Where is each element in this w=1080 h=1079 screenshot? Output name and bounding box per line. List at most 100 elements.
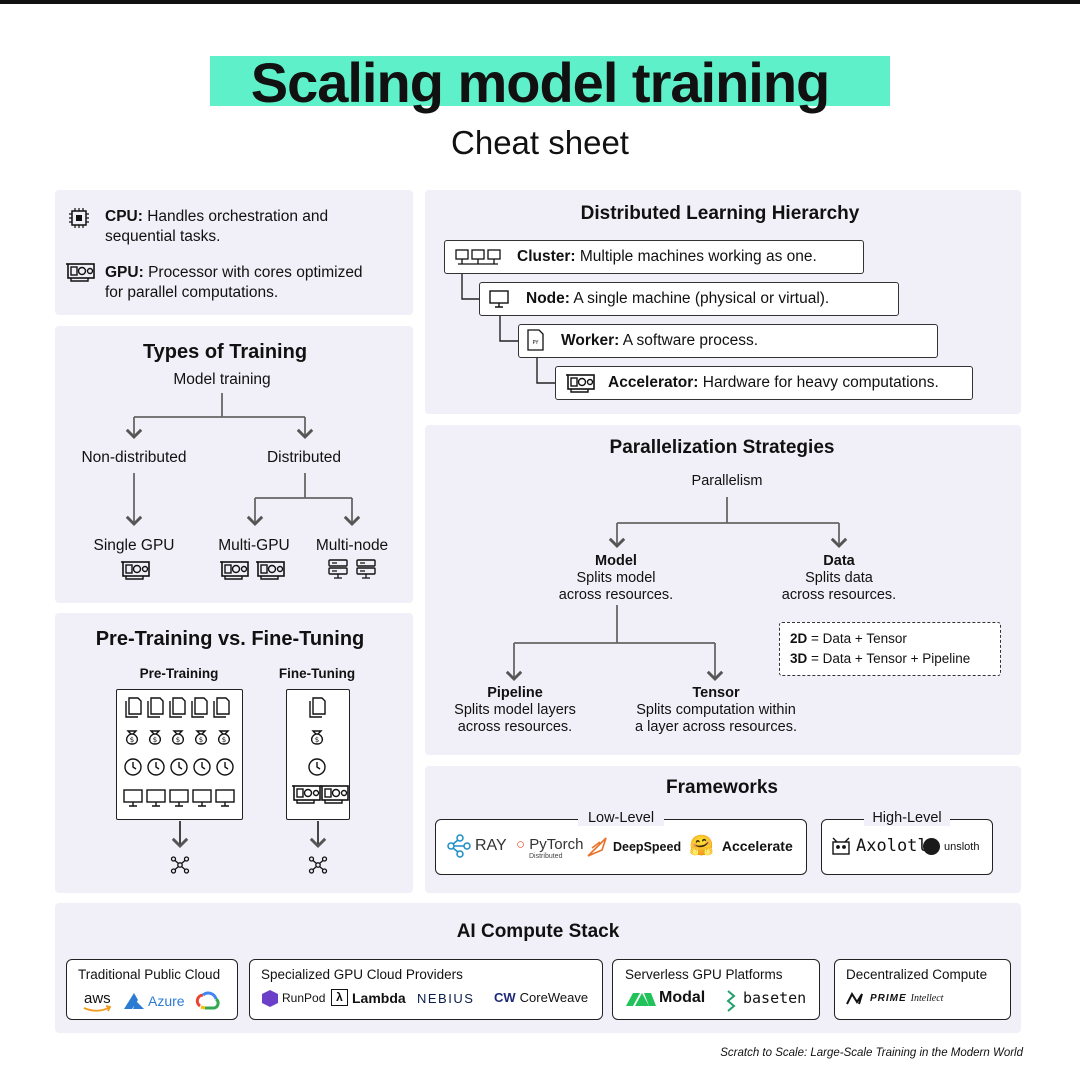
prime-icon-shape (846, 991, 863, 1005)
pretrain-arrows (171, 821, 327, 849)
multi-gpu-icon-1 (219, 561, 249, 580)
compute-title: AI Compute Stack (456, 921, 620, 942)
cpu-text-2: sequential tasks. (105, 228, 221, 245)
high-level-box (821, 819, 993, 875)
gcp-icon-shape (195, 991, 220, 1010)
modal-icon-shape (626, 993, 656, 1006)
prime-text: PRIME (870, 992, 907, 1004)
node-label: Node: (526, 290, 570, 307)
gpu-label: GPU: (105, 264, 144, 281)
pytorch-text: PyTorch (529, 836, 584, 853)
nebius-text: NEBIUS (417, 991, 475, 1006)
model-desc-1: Splits model (576, 570, 656, 586)
svg-text:PY: PY (533, 340, 540, 346)
unsloth-logo: unsloth (923, 838, 979, 855)
finetune-time-icon (308, 758, 326, 776)
types-distributed: Distributed (266, 449, 342, 466)
deepspeed-icon-shape (587, 837, 607, 857)
azure-icon-shape (124, 993, 144, 1009)
public-cloud-label: Traditional Public Cloud (78, 967, 221, 982)
specialized-cloud-label: Specialized GPU Cloud Providers (261, 967, 463, 982)
hierarchy-connectors (461, 274, 555, 384)
multi-node-icon-1 (328, 559, 348, 579)
ray-icon-shape (447, 834, 471, 858)
accelerator-text: Hardware for heavy computations. (702, 374, 939, 391)
aws-logo: aws (84, 990, 111, 1007)
pretrain-pre-label: Pre-Training (139, 666, 219, 681)
pytorch-icon: ○ (516, 836, 526, 853)
serverless-label: Serverless GPU Platforms (625, 967, 783, 982)
lambda-text: Lambda (352, 989, 406, 1006)
pretrain-model-icon (170, 856, 190, 874)
baseten-text: baseten (743, 989, 807, 1007)
node-monitor-icon (489, 290, 509, 308)
data-desc-2: across resources. (781, 587, 897, 603)
types-multi-gpu: Multi-GPU (218, 537, 290, 554)
pretrain-cost-icons (125, 730, 231, 745)
title-highlight (210, 56, 890, 106)
coreweave-logo: CW CoreWeave (494, 990, 588, 1005)
parallel-root: Parallelism (691, 473, 763, 489)
pretrain-title: Pre-Training vs. Fine-Tuning (95, 628, 365, 650)
pipeline-desc-2: across resources. (457, 719, 573, 735)
parallel-pipeline: Pipeline Splits model layers across reso… (435, 685, 595, 736)
gpu-row: GPU: Processor with cores optimized for … (105, 263, 363, 303)
huggingface-icon: 🤗 (689, 835, 714, 857)
cpu-text: Handles orchestration and (147, 208, 329, 225)
types-panel (55, 326, 413, 603)
pipeline-desc-1: Splits model layers (454, 702, 576, 718)
cpu-icon (69, 208, 89, 228)
lambda-logo: λ Lambda (331, 989, 406, 1006)
node-text: A single machine (physical or virtual). (573, 290, 830, 307)
pytorch-sub: Distributed (529, 853, 563, 860)
accelerator-label: Accelerator: (608, 374, 699, 391)
worker-text: A software process. (622, 332, 759, 349)
gpu-icon (65, 263, 95, 282)
unsloth-icon (923, 838, 940, 855)
accelerate-logo: 🤗 Accelerate (689, 836, 793, 856)
gpu-text: Processor with cores optimized (148, 264, 363, 281)
multi-gpu-icon-2 (255, 561, 285, 580)
modal-text: Modal (659, 989, 706, 1006)
cpu-row: CPU: Handles orchestration and sequentia… (105, 207, 328, 247)
node-box: Node: A single machine (physical or virt… (479, 282, 899, 316)
high-level-label: High-Level (864, 810, 950, 826)
accelerator-box: Accelerator: Hardware for heavy computat… (555, 366, 973, 400)
parallel-model: Model Splits model across resources. (540, 553, 692, 604)
types-single-gpu: Single GPU (93, 537, 175, 554)
hierarchy-title: Distributed Learning Hierarchy (580, 203, 860, 224)
parallel-tensor: Tensor Splits computation within a layer… (618, 685, 814, 736)
types-title: Types of Training (142, 341, 308, 363)
data-label: Data (823, 553, 855, 569)
cluster-text: Multiple machines working as one. (579, 248, 817, 265)
ray-logo: RAY (447, 836, 507, 856)
ray-text: RAY (475, 837, 507, 854)
low-level-box (435, 819, 807, 875)
runpod-icon-shape (262, 990, 278, 1007)
model-desc-2: across resources. (558, 587, 674, 603)
prime-text-2: Intellect (910, 992, 944, 1004)
d3-text: = Data + Tensor + Pipeline (811, 651, 971, 666)
cluster-icons (455, 249, 501, 265)
pytorch-logo: ○ PyTorch Distributed (516, 836, 583, 860)
baseten-icon-shape (726, 990, 736, 1012)
unsloth-text: unsloth (944, 840, 980, 853)
cluster-box: Cluster: Multiple machines working as on… (444, 240, 864, 274)
tensor-desc-2: a layer across resources. (635, 719, 797, 735)
coreweave-icon: CW (494, 990, 516, 1005)
modal-logo: Modal (625, 989, 705, 1007)
worker-box: Worker: A software process. (518, 324, 938, 358)
finetune-data-icon (309, 697, 326, 718)
finetune-cost-icon (310, 730, 324, 745)
tensor-label: Tensor (692, 685, 740, 701)
frameworks-title: Frameworks (666, 777, 778, 798)
specialized-cloud-box (249, 959, 603, 1020)
pretrain-time-icons (124, 758, 234, 776)
d2-label: 2D (790, 631, 808, 646)
finetune-gpu-icon-2 (319, 785, 349, 804)
pretrain-box (116, 689, 243, 820)
types-multi-node: Multi-node (315, 537, 389, 554)
parallel-panel (425, 425, 1021, 755)
runpod-logo: RunPod (261, 989, 325, 1006)
